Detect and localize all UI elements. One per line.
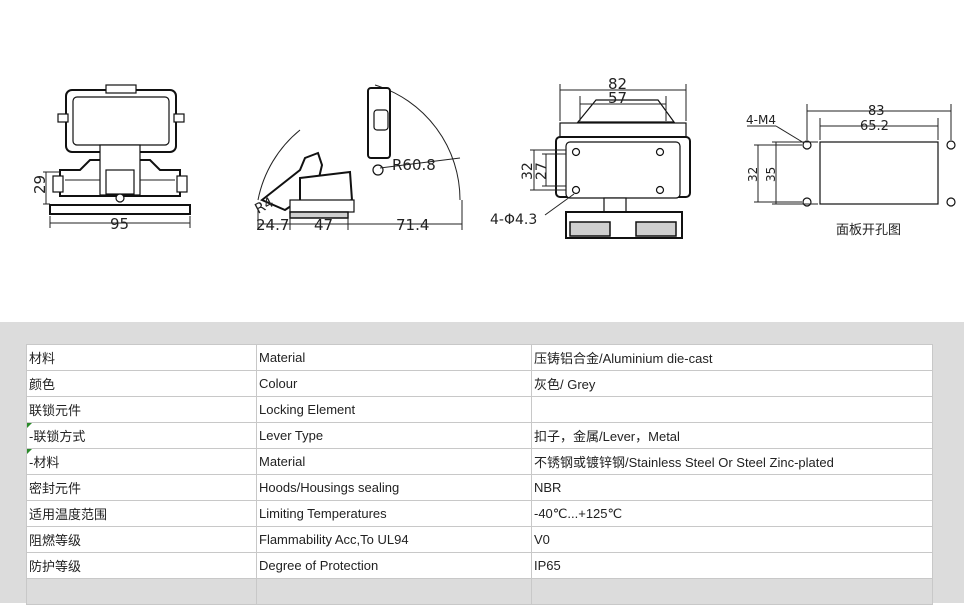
spec-label-en: Lever Type xyxy=(256,422,532,449)
empty-cell xyxy=(256,578,532,605)
spec-label-en: Colour xyxy=(256,370,532,397)
row-marker xyxy=(27,423,32,428)
spec-label-zh: 联锁元件 xyxy=(26,396,257,423)
spec-label-en: Locking Element xyxy=(256,396,532,423)
top-outer-dim: 82 xyxy=(608,75,627,93)
panel-outer-dim: 83 xyxy=(868,104,885,119)
top-inner-dim: 57 xyxy=(608,89,627,107)
spec-value: NBR xyxy=(531,474,933,501)
spec-value: 扣子，金属/Lever，Metal xyxy=(531,422,933,449)
panel-height1-dim: 32 xyxy=(746,167,760,182)
table-row-empty xyxy=(26,578,933,605)
side-radius-dim: R60.8 xyxy=(392,156,436,174)
spec-value xyxy=(531,396,933,423)
spec-value: 压铸铝合金/Aluminium die-cast xyxy=(531,344,933,371)
top-height1-dim: 32 xyxy=(520,162,536,180)
panel-cutout-caption: 面板开孔图 xyxy=(836,223,901,238)
spec-label-zh: 适用温度范围 xyxy=(26,500,257,527)
spec-value: 灰色/ Grey xyxy=(531,370,933,397)
spec-label-en: Degree of Protection xyxy=(256,552,532,579)
top-height2-dim: 27 xyxy=(534,162,550,180)
side-view: R60.8 R4 24.7 47 71.4 xyxy=(252,84,463,234)
side-dim-a: 24.7 xyxy=(256,216,289,234)
spec-value: V0 xyxy=(531,526,933,553)
spec-label-en: Hoods/Housings sealing xyxy=(256,474,532,501)
spec-label-en: Flammability Acc,To UL94 xyxy=(256,526,532,553)
panel-screw-dim: 4-M4 xyxy=(746,113,776,127)
side-dim-b: 47 xyxy=(314,216,333,234)
top-holes-dim: 4-Φ4.3 xyxy=(490,212,537,228)
panel-height2-dim: 35 xyxy=(764,167,778,182)
spec-label-en: Material xyxy=(256,344,532,371)
side-dim-c: 71.4 xyxy=(396,216,429,234)
empty-cell xyxy=(26,578,257,605)
spec-label-zh: 防护等级 xyxy=(26,552,257,579)
technical-drawing: 29 95 R60.8 R4 24.7 47 71.4 xyxy=(31,75,956,239)
panel-cutout-view: 83 65.2 4-M4 32 35 面板开孔图 xyxy=(746,104,956,238)
spec-label-en: Material xyxy=(256,448,532,475)
spec-label-zh: -联锁方式 xyxy=(26,422,257,449)
spec-value: IP65 xyxy=(531,552,933,579)
empty-cell xyxy=(531,578,933,605)
top-view: 82 57 32 27 4-Φ4.3 xyxy=(490,75,691,239)
spec-label-zh: 颜色 xyxy=(26,370,257,397)
spec-label-en: Limiting Temperatures xyxy=(256,500,532,527)
front-height-dim: 29 xyxy=(31,175,49,194)
side-small-radius-dim: R4 xyxy=(252,195,276,218)
spec-value: 不锈钢或镀锌钢/Stainless Steel Or Steel Zinc-pl… xyxy=(531,448,933,475)
row-marker xyxy=(27,449,32,454)
spec-label-zh: 密封元件 xyxy=(26,474,257,501)
spec-label-zh: -材料 xyxy=(26,448,257,475)
spec-label-zh: 材料 xyxy=(26,344,257,371)
spec-label-zh: 阻燃等级 xyxy=(26,526,257,553)
front-width-dim: 95 xyxy=(110,215,129,233)
panel-inner-dim: 65.2 xyxy=(860,119,889,134)
front-view: 29 95 xyxy=(31,84,191,233)
spec-value: -40℃...+125℃ xyxy=(531,500,933,527)
